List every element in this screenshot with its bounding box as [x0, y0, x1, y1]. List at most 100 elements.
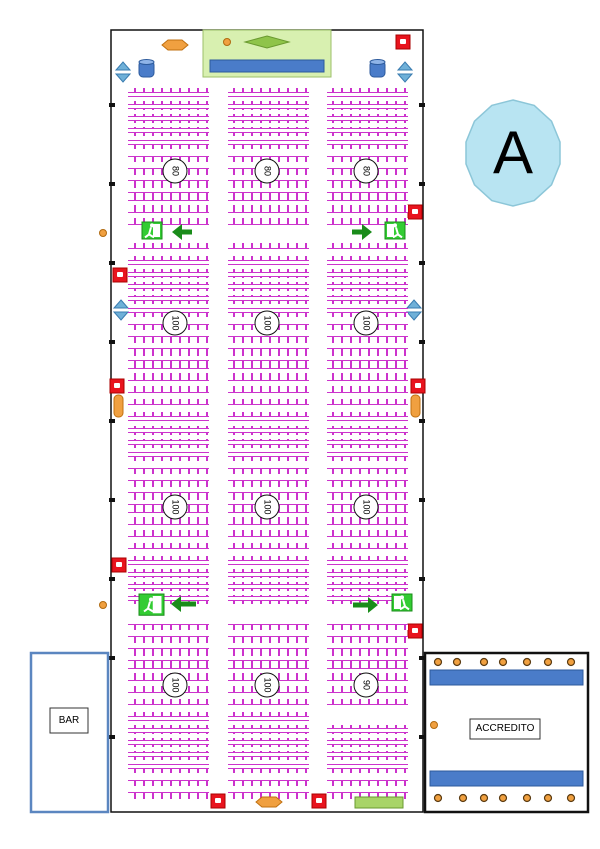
- seat-row: [327, 478, 408, 487]
- seat-row: [228, 282, 309, 291]
- seat-row: [327, 517, 408, 526]
- light-icon: [99, 229, 107, 237]
- seat-row: [128, 386, 209, 395]
- stage: [202, 29, 332, 78]
- exit-arrow-icon: [171, 596, 196, 612]
- exit-arrow-icon: [352, 224, 372, 240]
- seat-row: [228, 127, 309, 136]
- seat-row: [327, 725, 408, 734]
- seat-row: [228, 790, 309, 799]
- seat-row: [128, 114, 209, 123]
- seat-row: [228, 399, 309, 408]
- seat-row: [228, 88, 309, 97]
- seat-row: [128, 725, 209, 734]
- seat-row: [327, 140, 408, 149]
- seat-row: [128, 582, 209, 591]
- seat-row: [128, 465, 209, 474]
- seat-row: [327, 595, 408, 604]
- seat-row: [228, 751, 309, 760]
- accredito-label: ACCREDITO: [475, 723, 535, 734]
- seat-row: [228, 101, 309, 110]
- seat-row: [228, 556, 309, 565]
- emergency-exit-icon: [384, 221, 406, 240]
- seat-row: [228, 725, 309, 734]
- seat-row: [128, 218, 209, 227]
- seat-row: [228, 569, 309, 578]
- seat-row: [128, 634, 209, 643]
- seat-row: [327, 660, 408, 669]
- chair-icon: [566, 793, 576, 803]
- seat-row: [128, 360, 209, 369]
- seat-row: [228, 478, 309, 487]
- seat-row: [228, 699, 309, 708]
- light-icon: [113, 394, 124, 418]
- seat-row: [128, 334, 209, 343]
- seat-row: [228, 595, 309, 604]
- light-icon: [161, 39, 189, 51]
- seat-row: [327, 751, 408, 760]
- fire-extinguisher-icon: [410, 378, 426, 394]
- seat-row: [327, 426, 408, 435]
- fire-extinguisher-icon: [109, 378, 125, 394]
- exit-arrow-icon: [172, 224, 192, 240]
- seat-row: [128, 426, 209, 435]
- seat-row: [128, 205, 209, 214]
- water-tank-icon: [138, 59, 155, 78]
- seat-row: [327, 101, 408, 110]
- fire-extinguisher-icon: [112, 267, 128, 283]
- svg-text:100: 100: [263, 499, 273, 514]
- seat-row: [327, 647, 408, 656]
- hall-badge: [465, 99, 561, 207]
- seat-row: [128, 452, 209, 461]
- svg-text:100: 100: [171, 315, 181, 330]
- seat-row: [327, 347, 408, 356]
- accreditation-desk: [429, 669, 584, 686]
- seat-row: [128, 439, 209, 448]
- seat-row: [228, 334, 309, 343]
- seat-row: [228, 295, 309, 304]
- block-capacity: 100: [353, 310, 379, 336]
- seat-row: [128, 491, 209, 500]
- seat-row: [228, 582, 309, 591]
- seat-row: [327, 452, 408, 461]
- seat-row: [327, 334, 408, 343]
- svg-text:100: 100: [362, 499, 372, 514]
- emergency-exit-icon: [391, 593, 413, 612]
- seat-row: [228, 621, 309, 630]
- chair-icon: [498, 793, 508, 803]
- seat-row: [228, 647, 309, 656]
- seat-row: [327, 205, 408, 214]
- seat-row: [128, 556, 209, 565]
- seat-row: [327, 621, 408, 630]
- light-icon: [430, 721, 438, 729]
- seat-row: [128, 243, 209, 252]
- seat-row: [128, 777, 209, 786]
- bar-label-box: [49, 707, 89, 734]
- speaker-icon: [405, 299, 423, 321]
- block-capacity: 100: [162, 672, 188, 698]
- svg-text:100: 100: [263, 677, 273, 692]
- seat-row: [228, 777, 309, 786]
- seat-row: [228, 179, 309, 188]
- seat-row: [327, 386, 408, 395]
- seat-row: [228, 660, 309, 669]
- svg-text:80: 80: [362, 166, 372, 176]
- seat-row: [228, 360, 309, 369]
- emergency-exit-icon: [141, 221, 163, 240]
- wall-markers: [109, 103, 425, 739]
- svg-text:90: 90: [362, 680, 372, 690]
- block-capacity: 100: [254, 494, 280, 520]
- seat-row: [128, 101, 209, 110]
- emergency-exit-icon: [138, 593, 165, 616]
- seat-row: [128, 399, 209, 408]
- seat-row: [228, 738, 309, 747]
- seat-row: [327, 439, 408, 448]
- seat-row: [128, 712, 209, 721]
- svg-text:100: 100: [263, 315, 273, 330]
- seat-row: [327, 764, 408, 773]
- seat-row: [128, 738, 209, 747]
- seat-row: [128, 543, 209, 552]
- chair-icon: [458, 793, 468, 803]
- seat-row: [327, 295, 408, 304]
- seat-row: [228, 452, 309, 461]
